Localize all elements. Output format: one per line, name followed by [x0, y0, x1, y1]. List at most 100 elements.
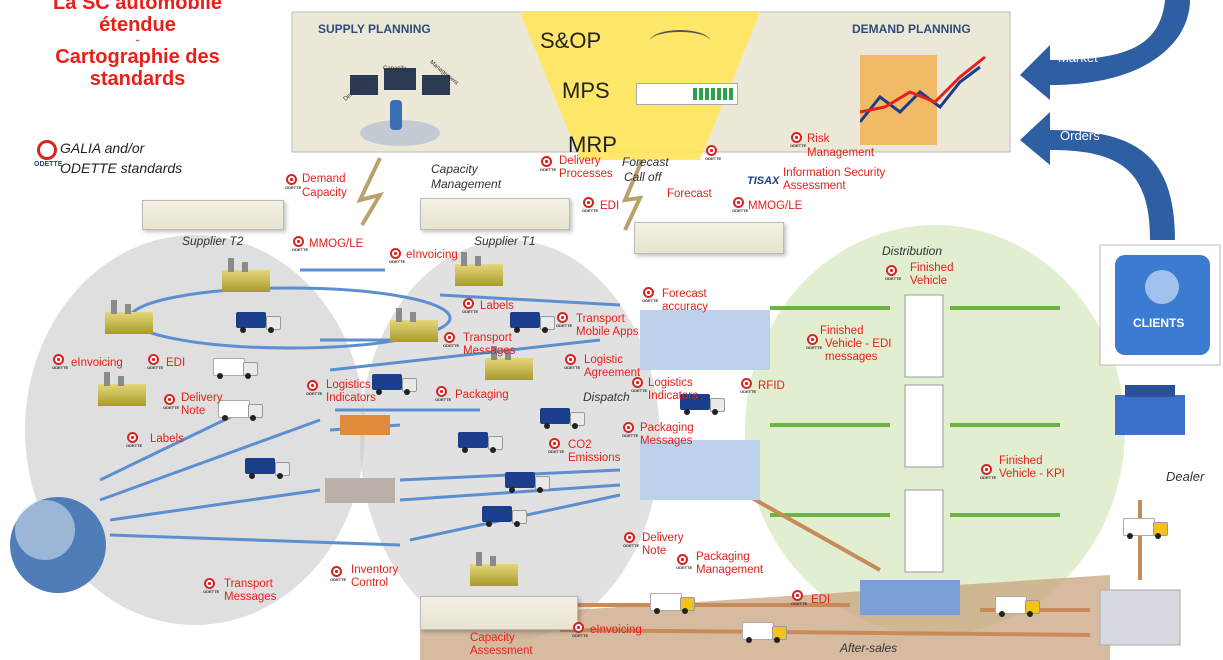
odette-icon: ODETTE	[623, 532, 639, 548]
label-logistics-indicators-r1: Logistics	[648, 377, 693, 389]
label-packaging-messages-1: Packaging	[640, 422, 694, 434]
odette-icon: ODETTE	[52, 354, 68, 370]
legend-text: GALIA and/or ODETTE standards	[60, 138, 182, 178]
label-edi-top: EDI	[600, 200, 620, 212]
odette-icon: ODETTE	[885, 265, 901, 281]
mini-sop-panel-t2	[142, 200, 284, 230]
clients-icon	[1145, 270, 1179, 304]
odette-icon: ODETTE	[582, 197, 598, 213]
forecast-label-2: Call off	[624, 170, 662, 184]
label-logistics-indicators-1: Logistics	[326, 379, 371, 391]
label-inventory-control-2: Control	[351, 577, 389, 589]
factory	[98, 372, 146, 406]
odette-icon: ODETTE	[203, 578, 219, 594]
title-block: La SC automobile étendue - Cartographie …	[0, 0, 275, 90]
dealer-label: Dealer	[1166, 469, 1205, 484]
odette-icon: ODETTE	[791, 590, 807, 606]
label-mmog-left: MMOG/LE	[309, 238, 364, 250]
label-risk-management-2: Management	[807, 147, 875, 159]
label-logistics-indicators-2: Indicators	[326, 392, 376, 404]
odette-icon: ODETTE	[306, 380, 322, 396]
odette-icon: ODETTE	[285, 174, 301, 190]
label-co2-1: CO2	[568, 439, 592, 451]
label-packaging-messages-2: Messages	[640, 435, 693, 447]
odette-icon: ODETTE	[676, 554, 692, 570]
tisax-logo: TISAX	[747, 175, 780, 187]
demand-trend-icon	[860, 55, 986, 123]
label-logistic-agreement-1: Logistic	[584, 354, 623, 366]
market-arrow	[1020, 0, 1190, 100]
title-line-3: Cartographie des	[55, 46, 220, 68]
label-logistics-indicators-r2: Indicators	[648, 390, 698, 402]
label-delivery-note-b1: Delivery	[642, 532, 684, 544]
orders-label[interactable]: Orders	[1060, 128, 1100, 143]
label-transport-messages-b2: Messages	[224, 591, 277, 603]
title-dash: -	[135, 35, 140, 46]
dispatch-label: Dispatch	[583, 390, 630, 404]
mini-sop-panel-t1	[420, 198, 570, 230]
sop-label: S&OP	[540, 28, 602, 53]
odette-icon: ODETTE	[622, 422, 638, 438]
truck	[505, 472, 550, 493]
factory	[455, 252, 503, 286]
label-delivery-note-2: Note	[181, 405, 206, 417]
truck	[458, 432, 503, 453]
mrp-label: MRP	[568, 132, 617, 157]
label-packaging-management-2: Management	[696, 564, 764, 576]
odette-icon	[37, 140, 57, 160]
odette-icon: ODETTE	[126, 432, 142, 448]
odette-icon: ODETTE	[147, 354, 163, 370]
truck	[680, 394, 725, 415]
label-demand-capacity-2: Capacity	[302, 187, 347, 199]
label-mmog-right: MMOG/LE	[748, 200, 803, 212]
truck	[245, 458, 290, 479]
demand-planning-title: DEMAND PLANNING	[852, 22, 971, 36]
odette-icon: ODETTE	[389, 248, 405, 264]
truck	[995, 596, 1040, 617]
label-transport-msg-1: Transport	[463, 332, 512, 344]
legend-line-1: GALIA and/or	[60, 140, 145, 156]
label-fv-edi-2: Vehicle - EDI	[825, 338, 892, 350]
odette-icon: ODETTE	[740, 378, 756, 394]
label-labels-t1: Labels	[480, 300, 514, 312]
market-label[interactable]: Market	[1058, 50, 1098, 65]
odette-icon: ODETTE	[292, 236, 308, 252]
truck	[1123, 518, 1168, 539]
factory	[470, 552, 518, 586]
factory	[390, 308, 438, 342]
supply-icons	[340, 50, 470, 150]
label-forecast-accuracy-2: accuracy	[662, 301, 709, 313]
truck	[213, 358, 258, 379]
mini-sop-panel-bottom	[420, 596, 578, 630]
odette-icon: ODETTE	[790, 132, 806, 148]
label-labels-left: Labels	[150, 433, 184, 445]
odette-icon: ODETTE	[564, 354, 580, 370]
mps-monitor-icon	[636, 83, 738, 105]
truck	[482, 506, 527, 527]
odette-icon: ODETTE	[705, 145, 721, 161]
label-delivery-processes-1: Delivery	[559, 155, 601, 167]
label-transport-mobile-1: Transport	[576, 313, 625, 325]
odette-icon: ODETTE	[435, 386, 451, 402]
odette-icon: ODETTE	[980, 464, 996, 480]
label-demand-capacity-1: Demand	[302, 173, 346, 185]
odette-logo-text: ODETTE	[34, 161, 63, 168]
handshake-icon	[650, 30, 710, 52]
truck	[742, 622, 787, 643]
distribution-label: Distribution	[882, 244, 943, 258]
factory	[485, 346, 533, 380]
label-finished-vehicle-2: Vehicle	[910, 275, 948, 287]
label-fv-kpi-1: Finished	[999, 455, 1043, 467]
clients-label[interactable]: CLIENTS	[1133, 316, 1185, 330]
label-infosec-2: Assessment	[783, 180, 846, 192]
label-einvoicing-left: eInvoicing	[71, 357, 123, 369]
orders-arrow	[1020, 112, 1175, 240]
supplier-t1-label: Supplier T1	[474, 234, 536, 248]
label-einvoicing-top: eInvoicing	[406, 249, 458, 261]
odette-icon: ODETTE	[642, 287, 658, 303]
capacity-management-label-2: Management	[431, 177, 502, 191]
supplier-t2-label: Supplier T2	[182, 234, 244, 248]
label-forecast-accuracy-1: Forecast	[662, 288, 707, 300]
truck	[510, 312, 555, 333]
truck	[540, 408, 585, 429]
